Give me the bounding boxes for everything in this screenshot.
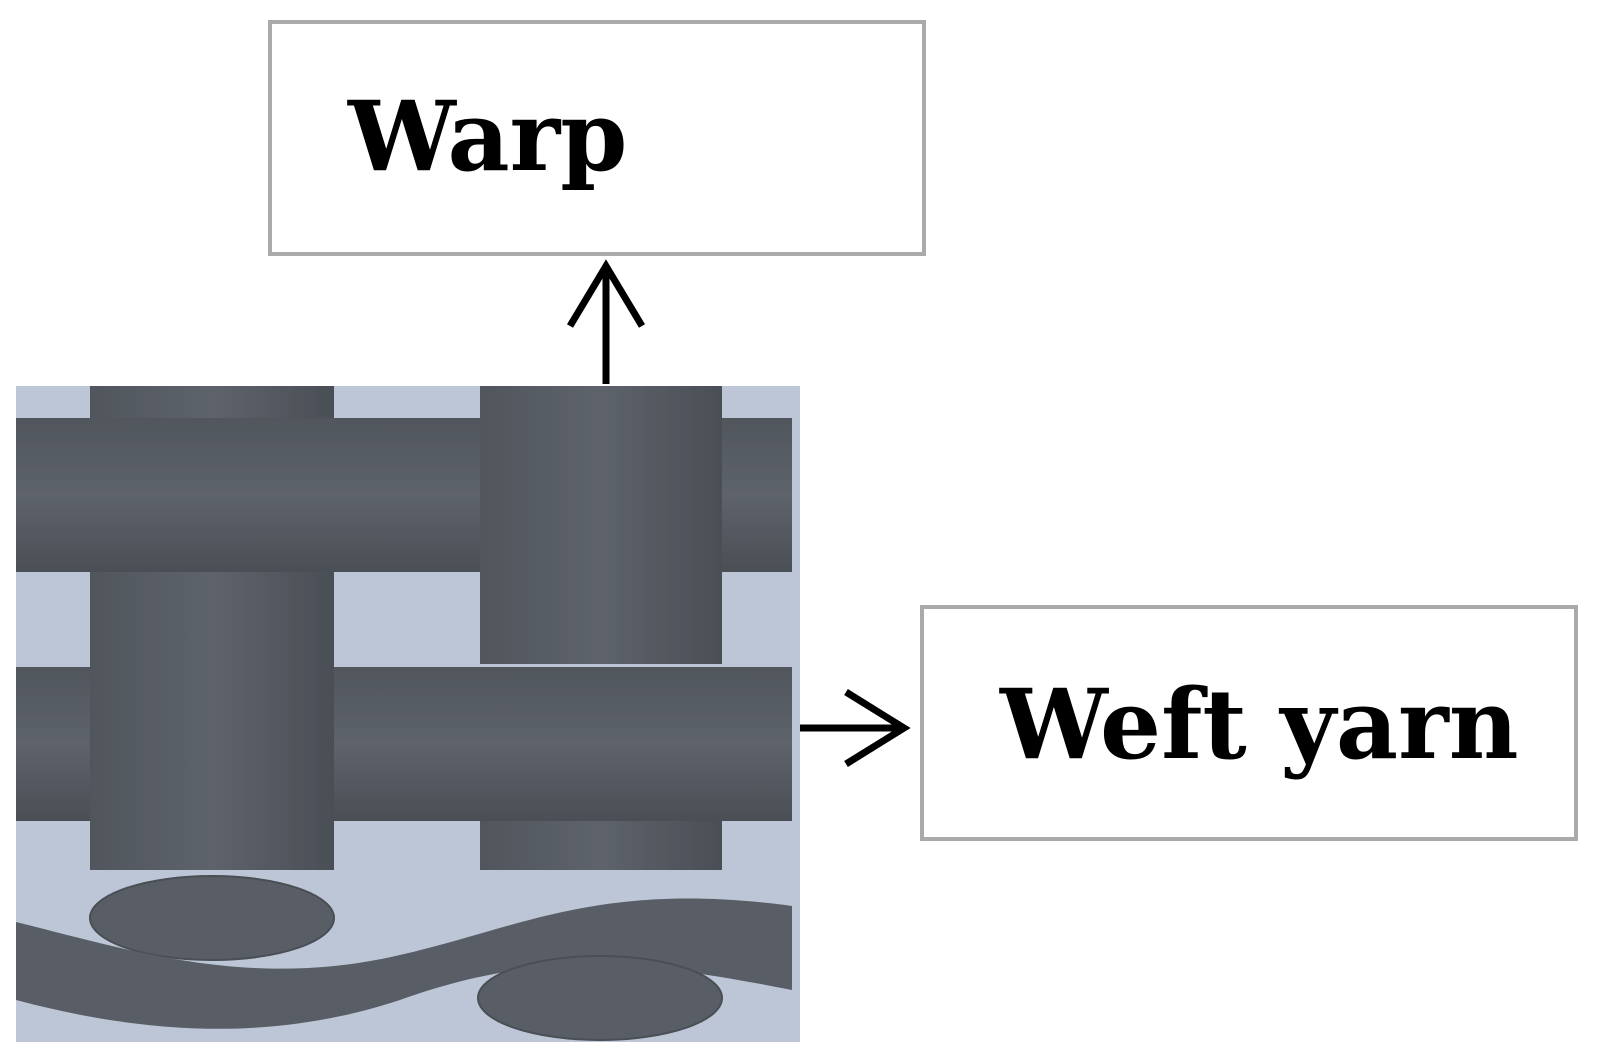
warp-arrow	[566, 259, 646, 384]
warp-yarn-left-over	[90, 572, 334, 870]
warp-yarn-left-top	[90, 386, 334, 420]
weft-cross-section-wave	[16, 898, 792, 1029]
warp-label: Warp	[347, 80, 627, 193]
warp-cross-section-right	[477, 955, 723, 1041]
warp-cross-section-left	[89, 875, 335, 961]
warp-label-box	[268, 20, 926, 256]
weft-label-box	[920, 605, 1578, 841]
weft-label: Weft yarn	[999, 668, 1518, 781]
weft-arrow	[800, 689, 911, 767]
warp-yarn-right-over	[480, 386, 722, 664]
